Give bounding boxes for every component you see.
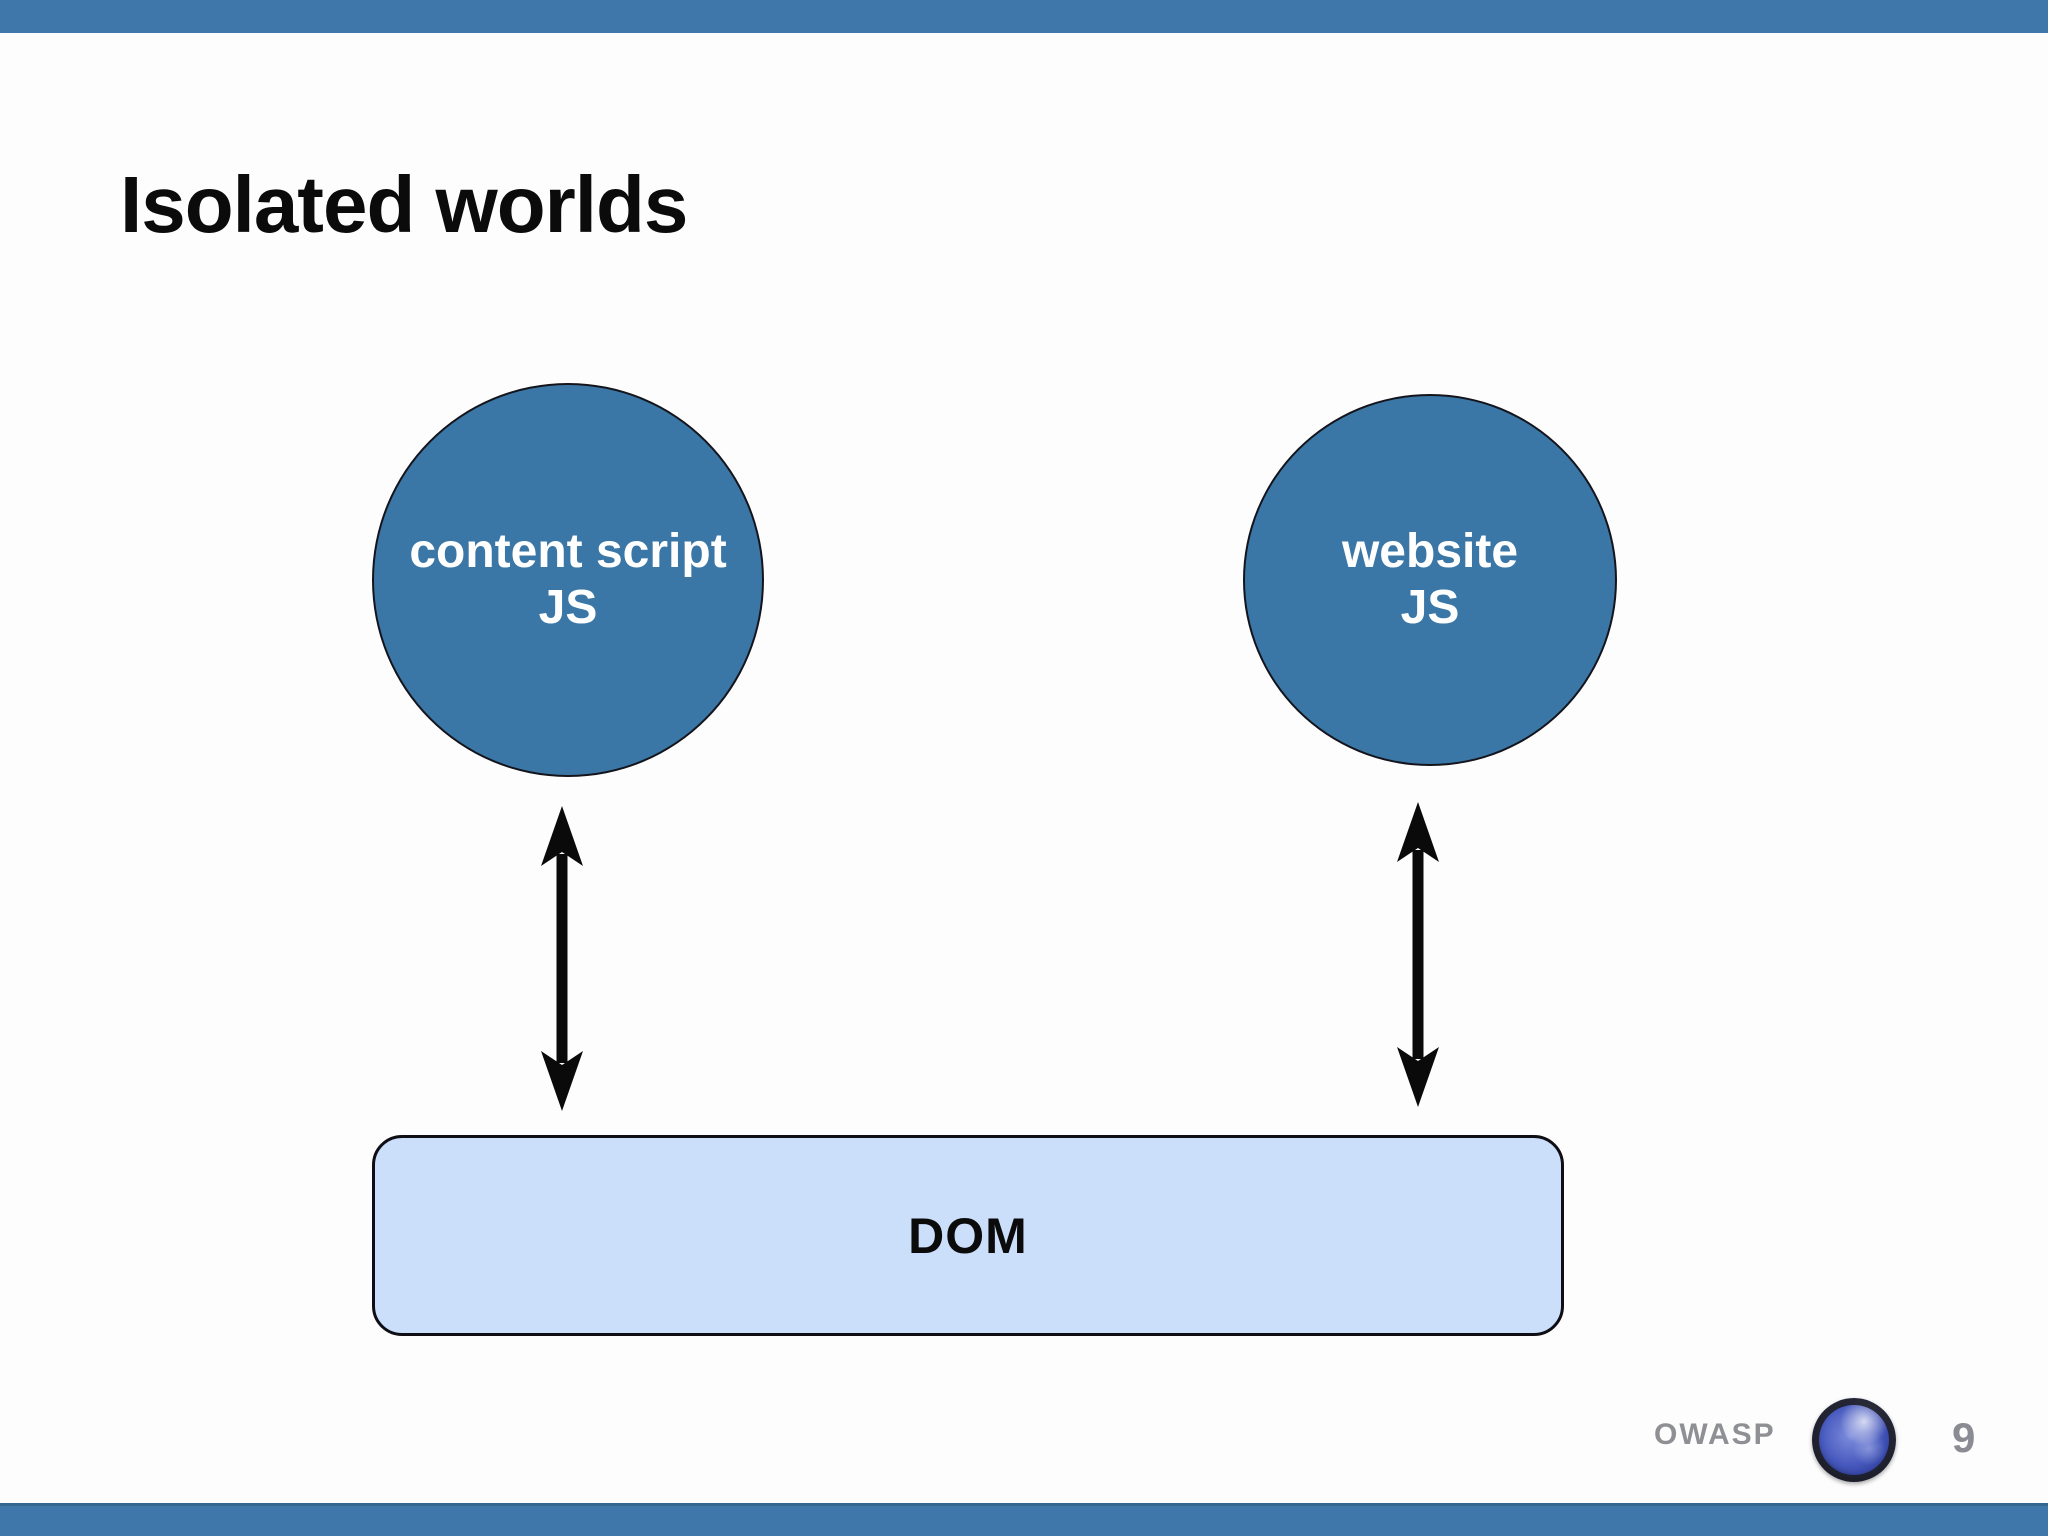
bidirectional-arrow-right-icon <box>1394 800 1442 1109</box>
website-js-label-line2: JS <box>1400 581 1460 634</box>
content-script-js-circle: content script JS <box>372 383 764 777</box>
content-script-js-label-line1: content script <box>409 525 727 578</box>
bidirectional-arrow-left-icon <box>538 804 586 1113</box>
owasp-brand-text: OWASP <box>1654 1418 1776 1451</box>
top-accent-bar <box>0 0 2048 33</box>
slide-title: Isolated worlds <box>120 159 688 249</box>
website-js-label: website JS <box>1342 524 1518 636</box>
owasp-logo-icon <box>1812 1398 1896 1482</box>
dom-box: DOM <box>372 1135 1564 1336</box>
dom-box-label: DOM <box>908 1207 1028 1264</box>
content-script-js-label: content script JS <box>409 524 726 636</box>
content-script-js-label-line2: JS <box>538 581 598 634</box>
website-js-circle: website JS <box>1243 394 1617 766</box>
website-js-label-line1: website <box>1341 525 1519 578</box>
bottom-accent-bar <box>0 1503 2048 1536</box>
page-number: 9 <box>1952 1414 1976 1461</box>
